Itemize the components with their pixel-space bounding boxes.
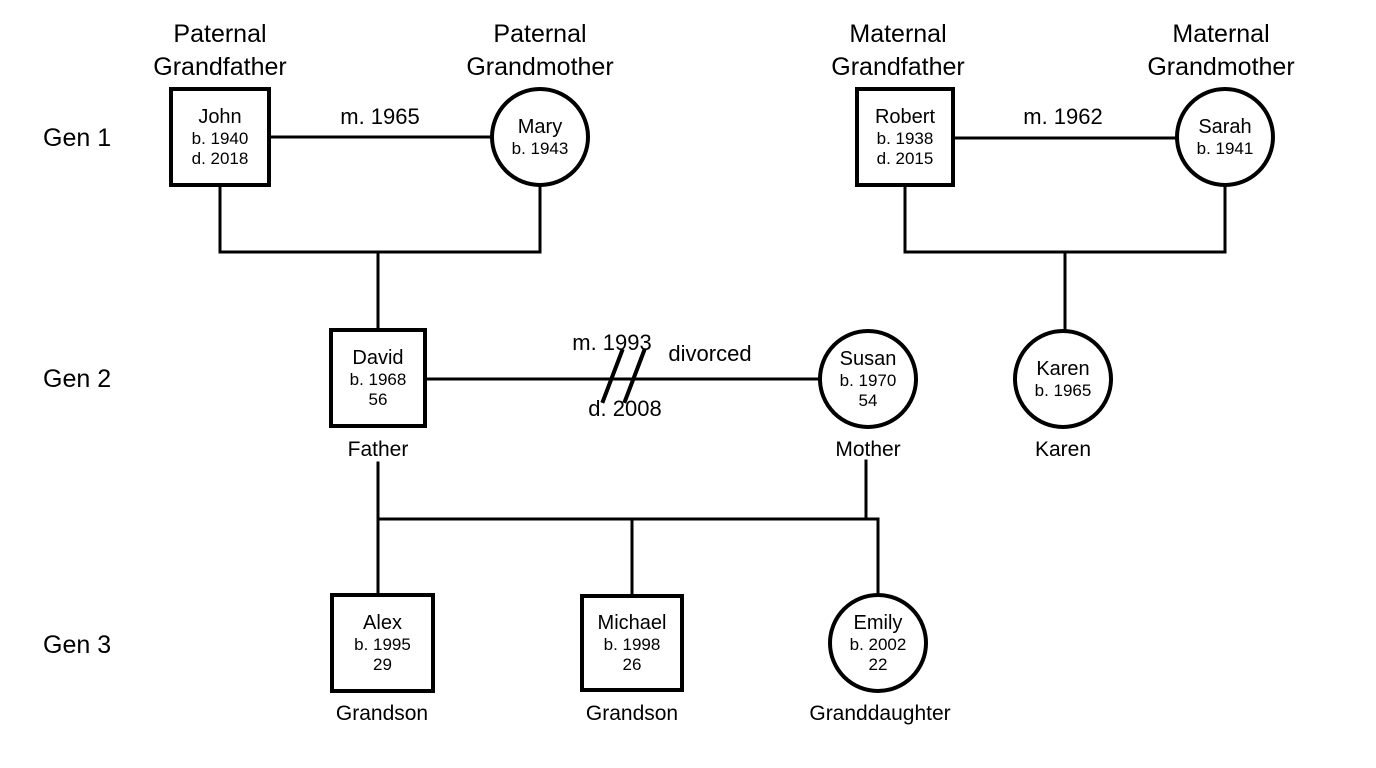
person-name: Mary [517, 115, 563, 138]
person-name: Robert [874, 105, 936, 128]
person-name: Karen [1036, 357, 1090, 380]
divorce-date-label: d. 2008 [588, 396, 662, 421]
person-died: d. 2015 [876, 148, 934, 168]
header-line: Maternal [1172, 20, 1270, 48]
person-name: Susan [839, 347, 897, 370]
header-maternal-grandfather: Maternal Grandfather [831, 18, 964, 84]
header-line: Paternal [173, 20, 267, 48]
marriage-label-paternal: m. 1965 [340, 104, 420, 129]
person-node-karen: Karen b. 1965 [1013, 329, 1113, 429]
person-name: Emily [853, 611, 903, 634]
person-born: b. 1970 [839, 370, 897, 390]
person-node-john: John b. 1940 d. 2018 [169, 87, 271, 187]
header-line: Paternal [493, 20, 587, 48]
role-label-grandson-alex: Grandson [335, 702, 429, 725]
person-born: b. 1968 [349, 369, 407, 389]
header-line: Grandmother [1147, 53, 1295, 81]
gen-label-2: Gen 2 [43, 365, 112, 393]
person-died: d. 2018 [191, 148, 249, 168]
person-age: 26 [622, 654, 642, 674]
gen-label-1: Gen 1 [43, 124, 112, 152]
person-age: 56 [368, 389, 388, 409]
person-node-michael: Michael b. 1998 26 [580, 594, 684, 692]
role-label-mother: Mother [835, 438, 901, 461]
person-age: 54 [858, 390, 878, 410]
person-born: b. 1965 [1034, 380, 1092, 400]
role-label-grandson-michael: Grandson [585, 702, 679, 725]
person-born: b. 1941 [1196, 138, 1254, 158]
person-node-alex: Alex b. 1995 29 [330, 593, 435, 693]
person-node-mary: Mary b. 1943 [490, 87, 590, 187]
marriage-label-maternal: m. 1962 [1023, 104, 1103, 129]
person-born: b. 1940 [191, 128, 249, 148]
person-born: b. 1998 [603, 634, 661, 654]
header-line: Grandfather [153, 53, 287, 81]
role-label-granddaughter: Granddaughter [809, 702, 951, 725]
divorce-slashes-icon [600, 348, 647, 404]
person-name: Michael [597, 611, 667, 634]
header-paternal-grandmother: Paternal Grandmother [466, 18, 613, 84]
header-line: Grandfather [831, 53, 965, 81]
person-node-robert: Robert b. 1938 d. 2015 [855, 87, 955, 187]
person-node-emily: Emily b. 2002 22 [828, 593, 928, 693]
gen-label-3: Gen 3 [43, 631, 112, 659]
person-node-sarah: Sarah b. 1941 [1175, 87, 1275, 187]
person-name: John [198, 105, 242, 128]
person-name: Sarah [1198, 115, 1252, 138]
divorce-status-label: divorced [668, 341, 752, 366]
person-name: Alex [363, 611, 402, 634]
marriage-label-parents: m. 1993 [572, 330, 652, 355]
person-node-susan: Susan b. 1970 54 [818, 329, 918, 429]
role-label-karen: Karen [1034, 438, 1092, 461]
role-label-father: Father [347, 438, 409, 461]
person-born: b. 1943 [511, 138, 569, 158]
person-node-david: David b. 1968 56 [329, 328, 427, 428]
header-maternal-grandmother: Maternal Grandmother [1147, 18, 1294, 84]
header-line: Maternal [849, 20, 947, 48]
person-born: b. 2002 [849, 634, 907, 654]
person-born: b. 1995 [354, 634, 411, 654]
person-name: David [352, 346, 404, 369]
header-paternal-grandfather: Paternal Grandfather [153, 18, 286, 84]
header-line: Grandmother [466, 53, 614, 81]
person-age: 22 [868, 654, 888, 674]
person-age: 29 [373, 654, 392, 674]
person-born: b. 1938 [876, 128, 934, 148]
